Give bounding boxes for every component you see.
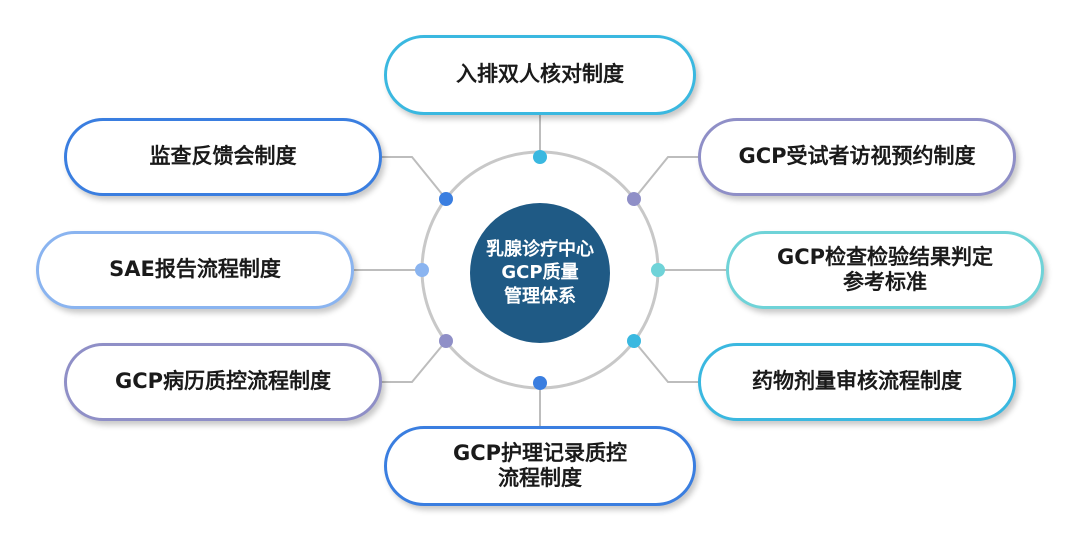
connector-lower-right xyxy=(633,340,698,383)
node-label: GCP病历质控流程制度 xyxy=(114,369,332,394)
dot-lower-left xyxy=(439,334,453,348)
node-label: GCP受试者访视预约制度 xyxy=(738,144,976,169)
node-top: 入排双人核对制度 xyxy=(384,35,696,115)
node-lower-left: GCP病历质控流程制度 xyxy=(64,343,382,421)
dot-lower-right xyxy=(627,334,641,348)
node-label: 药物剂量审核流程制度 xyxy=(752,369,962,394)
center-label: 乳腺诊疗中心 GCP质量 管理体系 xyxy=(486,238,594,307)
node-label: 入排双人核对制度 xyxy=(456,62,624,87)
node-lower-right: 药物剂量审核流程制度 xyxy=(698,343,1016,421)
node-upper-right: GCP受试者访视预约制度 xyxy=(698,118,1016,196)
dot-top xyxy=(533,150,547,164)
dot-left xyxy=(415,263,429,277)
connector-upper-right xyxy=(633,156,698,200)
dot-right xyxy=(651,263,665,277)
node-bottom: GCP护理记录质控 流程制度 xyxy=(384,426,696,506)
connector-upper-left xyxy=(382,156,447,200)
dot-upper-left xyxy=(439,192,453,206)
node-upper-left: 监查反馈会制度 xyxy=(64,118,382,196)
dot-bottom xyxy=(533,376,547,390)
node-label: GCP护理记录质控 流程制度 xyxy=(452,440,628,490)
node-right: GCP检查检验结果判定 参考标准 xyxy=(726,231,1044,309)
node-label: 监查反馈会制度 xyxy=(149,144,297,169)
node-label: GCP检查检验结果判定 参考标准 xyxy=(776,244,994,294)
center-hub: 乳腺诊疗中心 GCP质量 管理体系 xyxy=(470,203,610,343)
connector-lower-left xyxy=(382,340,447,383)
node-label: SAE报告流程制度 xyxy=(109,257,281,282)
dot-upper-right xyxy=(627,192,641,206)
node-left: SAE报告流程制度 xyxy=(36,231,354,309)
